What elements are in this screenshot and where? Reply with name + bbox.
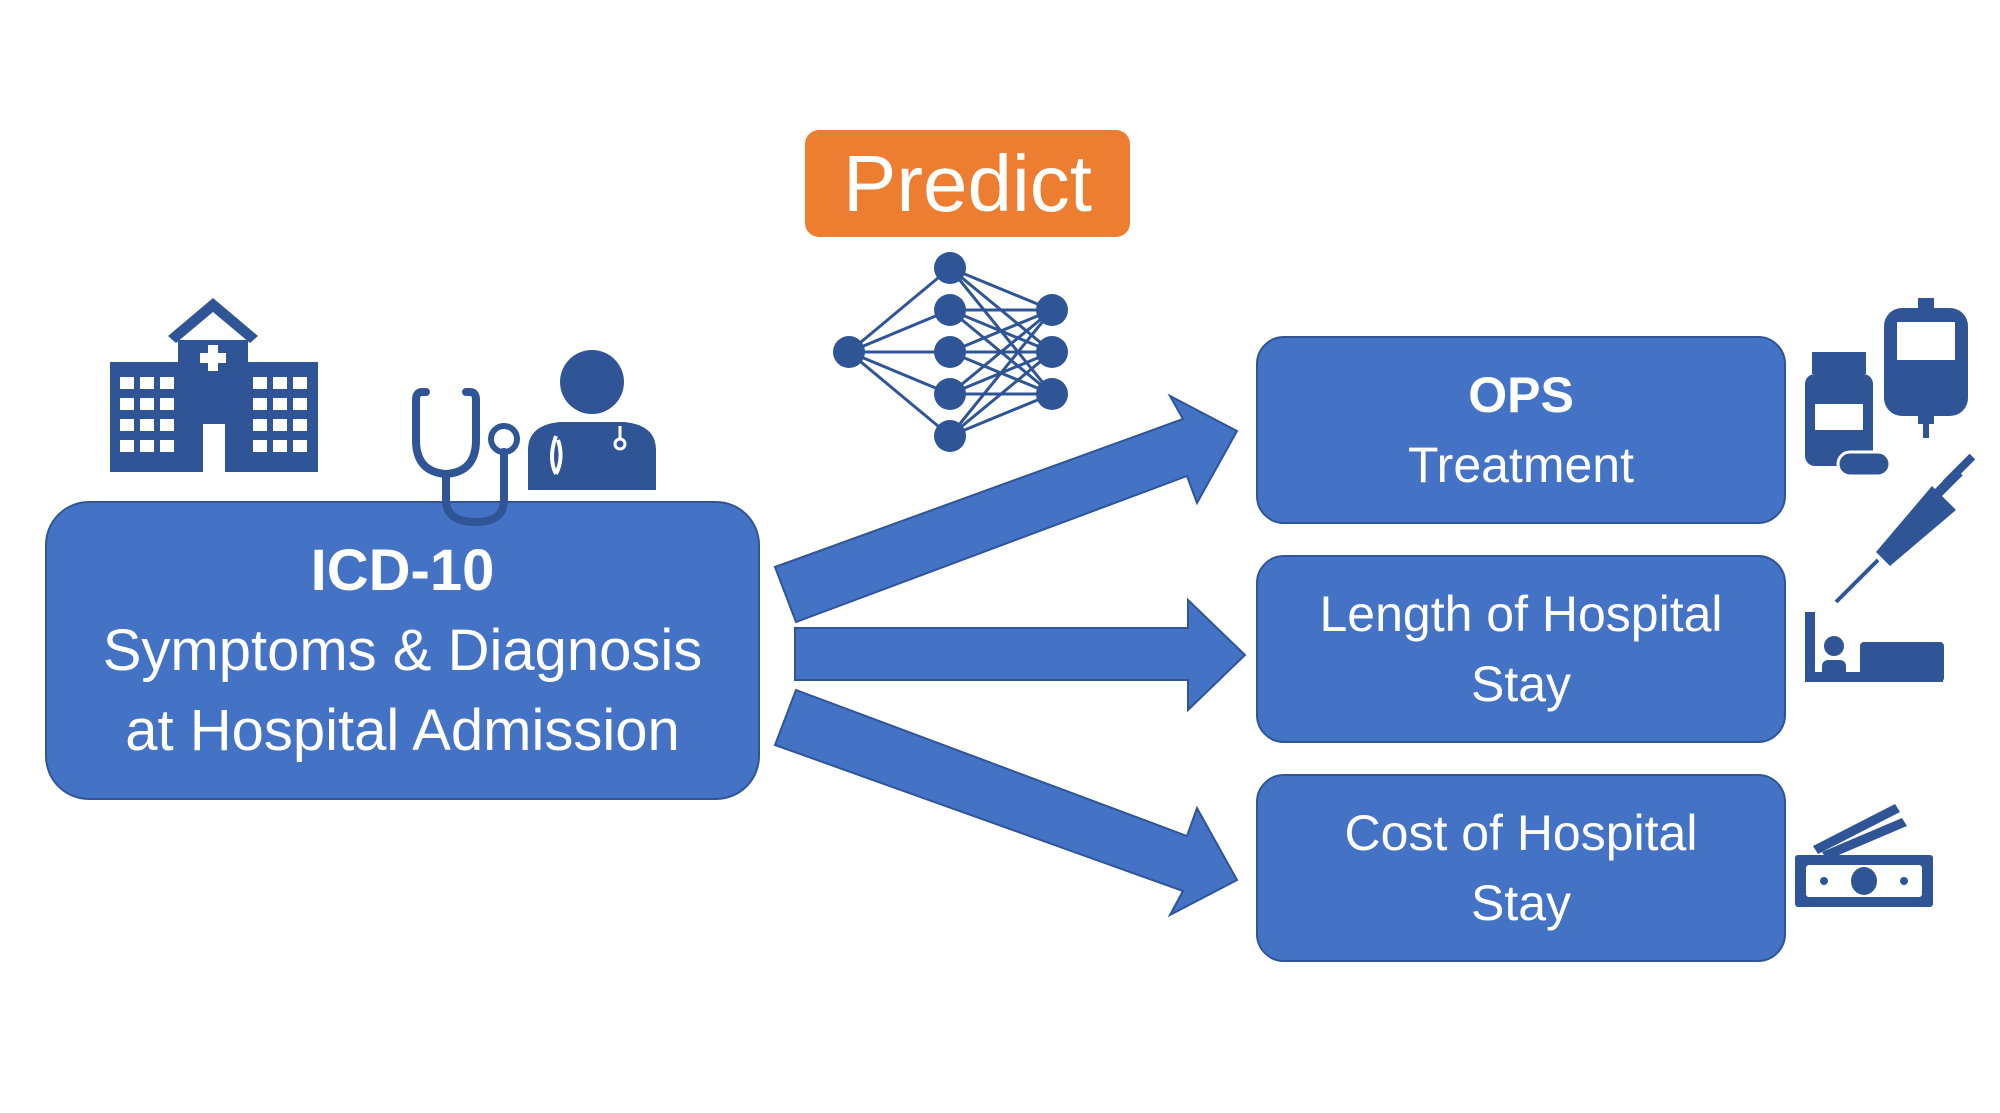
iv-bag-icon — [1884, 298, 1968, 438]
input-box-title: ICD-10 — [310, 537, 495, 603]
output-box-line2: Stay — [1470, 656, 1572, 712]
doctor-icon — [528, 350, 656, 490]
hospital-icon — [110, 298, 318, 472]
input-box-line2: at Hospital Admission — [125, 697, 680, 763]
output-box-line2: Stay — [1470, 875, 1572, 931]
hospital-bed-icon — [1805, 612, 1944, 682]
output-box-line1: Length of Hospital — [1319, 586, 1723, 642]
output-box-cost: Cost of Hospital Stay — [1256, 774, 1786, 962]
neural-network-icon — [833, 252, 1068, 452]
arrow-to-treatment — [773, 393, 1239, 624]
output-box-title: OPS — [1468, 367, 1574, 423]
output-box-line1: Treatment — [1407, 437, 1634, 493]
input-box-icd10: ICD-10 Symptoms & Diagnosis at Hospital … — [45, 501, 760, 800]
arrow-to-cost — [773, 688, 1239, 918]
syringe-icon — [1834, 453, 1976, 604]
pill-icon — [1836, 450, 1892, 478]
pill-bottle-icon — [1805, 352, 1873, 466]
money-icon — [1795, 804, 1933, 907]
predict-label: Predict — [805, 130, 1130, 237]
output-box-line1: Cost of Hospital — [1344, 805, 1698, 861]
input-box-line1: Symptoms & Diagnosis — [102, 617, 703, 683]
output-box-treatment: OPS Treatment — [1256, 336, 1786, 524]
arrow-to-length-of-stay — [794, 597, 1247, 713]
output-box-length-of-stay: Length of Hospital Stay — [1256, 555, 1786, 743]
medication-icons — [1805, 298, 1976, 604]
